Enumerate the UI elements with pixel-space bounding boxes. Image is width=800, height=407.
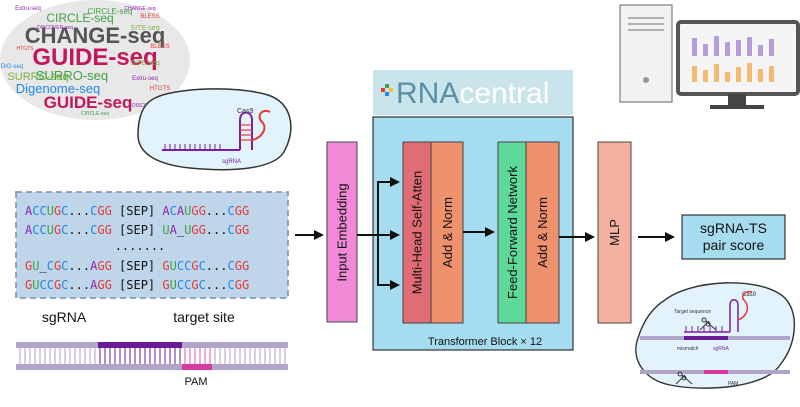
word-cloud-term: SITE-seq <box>130 60 159 67</box>
word-cloud-term: CIRCLE-seq <box>81 111 109 117</box>
word-cloud-term: DIG-seq <box>1 64 23 70</box>
attention-label: Multi-Head Self-Atten <box>409 170 425 295</box>
add-norm-2-label: Add & Norm <box>535 197 550 268</box>
add-norm-1-label: Add & Norm <box>439 197 455 268</box>
word-cloud-term: Extru-seq <box>132 76 158 82</box>
mlp-label: MLP <box>606 219 622 246</box>
dna-strand-icon: PAM <box>16 342 288 388</box>
word-cloud-term: CHANGE-seq <box>124 6 155 12</box>
sequence-ellipsis: ....... <box>115 239 166 253</box>
add-norm-block-1 <box>430 141 464 324</box>
output-score-box <box>681 214 786 260</box>
input-embedding-label: Input Embedding <box>334 182 350 282</box>
add-norm-2-label-box: Add & Norm <box>526 142 559 323</box>
scissors-icon <box>675 371 693 385</box>
ffn-block <box>497 141 527 324</box>
word-cloud-term: CIRCLE-seq <box>88 7 133 16</box>
output-label: sgRNA-TS pair score <box>700 220 767 253</box>
cas9-label: Cas9 <box>237 108 253 115</box>
word-cloud-term: SURRO-seq <box>7 71 68 83</box>
computer-tower-icon <box>619 4 673 103</box>
ffn-label-box: Feed-Forward Network <box>498 142 526 323</box>
attention-label-box: Multi-Head Self-Atten <box>403 142 431 323</box>
add-norm-1-label-box: Add & Norm <box>431 142 463 323</box>
sgrna-mini-label: sgRNA <box>222 159 241 165</box>
word-cloud-term: DISCOVER-seq <box>37 25 73 31</box>
sequence-pair-row: ACCUGC...CGG [SEP] ACAUGG...CGG <box>25 204 249 218</box>
word-cloud-term: CHANGE-seq <box>25 23 166 48</box>
monitor-bar-chart-icon <box>676 20 800 109</box>
transformer-caption: Transformer Block × 12 <box>428 336 542 348</box>
sgrna-bottom-label: sgRNA <box>713 346 730 352</box>
scissors-icon <box>699 317 717 331</box>
word-cloud-term: Digenome-seq <box>16 81 101 96</box>
word-cloud-term: HTGTS <box>150 86 170 92</box>
cas9-target-complex-icon: Cas9 Target sequence mismatch sgRNA PAM <box>635 282 796 389</box>
mlp-block <box>597 141 632 324</box>
sgrna-axis-label: sgRNA <box>42 309 87 325</box>
word-cloud-term: GUIDE-seq <box>44 93 133 112</box>
word-cloud-term: HTGTS <box>17 46 35 52</box>
target-site-axis-label: target site <box>173 309 235 325</box>
add-norm-block-2 <box>525 141 560 324</box>
pam-label: PAM <box>184 376 207 388</box>
word-cloud-term: SURRO-seq <box>36 68 108 83</box>
word-cloud-term: SITE-seq <box>130 25 159 32</box>
sequence-pair-row: ACCUGC...CGG [SEP] UA_UGG...CGG <box>25 223 249 237</box>
word-cloud-term: CIRCLE-seq <box>46 11 113 25</box>
word-cloud-term: Extru-seq <box>15 6 41 12</box>
mlp-label-box: MLP <box>598 142 631 323</box>
residual-arrows <box>357 177 400 290</box>
mismatch-label: mismatch <box>677 346 699 352</box>
word-cloud-term: GUIDE-seq <box>32 44 157 71</box>
cas9-complex-icon: Cas9 sgRNA <box>137 88 292 171</box>
attention-block <box>402 141 432 324</box>
input-embedding-label-box: Input Embedding <box>327 142 357 322</box>
cas9-bottom-label: Cas9 <box>742 292 757 298</box>
rnacentral-logo: RNAcentral <box>373 70 573 115</box>
sequence-pair-row: GU_CGC...AGG [SEP] GUCCGC...CGG <box>25 259 249 273</box>
word-cloud-term: BLESS <box>150 44 169 50</box>
output-label-box: sgRNA-TS pair score <box>682 215 785 259</box>
dataset-word-cloud: CHANGE-seqGUIDE-seqGUIDE-seqCIRCLE-seqCI… <box>0 0 190 120</box>
sequence-pair-row: GUCCGC...AGG [SEP] GUCCGC...CGG <box>25 278 249 292</box>
ffn-label: Feed-Forward Network <box>504 166 520 299</box>
pam-bottom-label: PAM <box>728 381 738 387</box>
word-cloud-term: BLESS <box>140 14 159 20</box>
input-embedding-block <box>326 141 358 323</box>
rnacentral-text: RNAcentral <box>396 77 549 110</box>
sequence-pair-panel: ACCUGC...CGG [SEP] ACAUGG...CGG ACCUGC...… <box>15 191 289 299</box>
target-sequence-label: Target sequence <box>674 309 711 315</box>
rnacentral-glyph-icon <box>381 84 393 96</box>
